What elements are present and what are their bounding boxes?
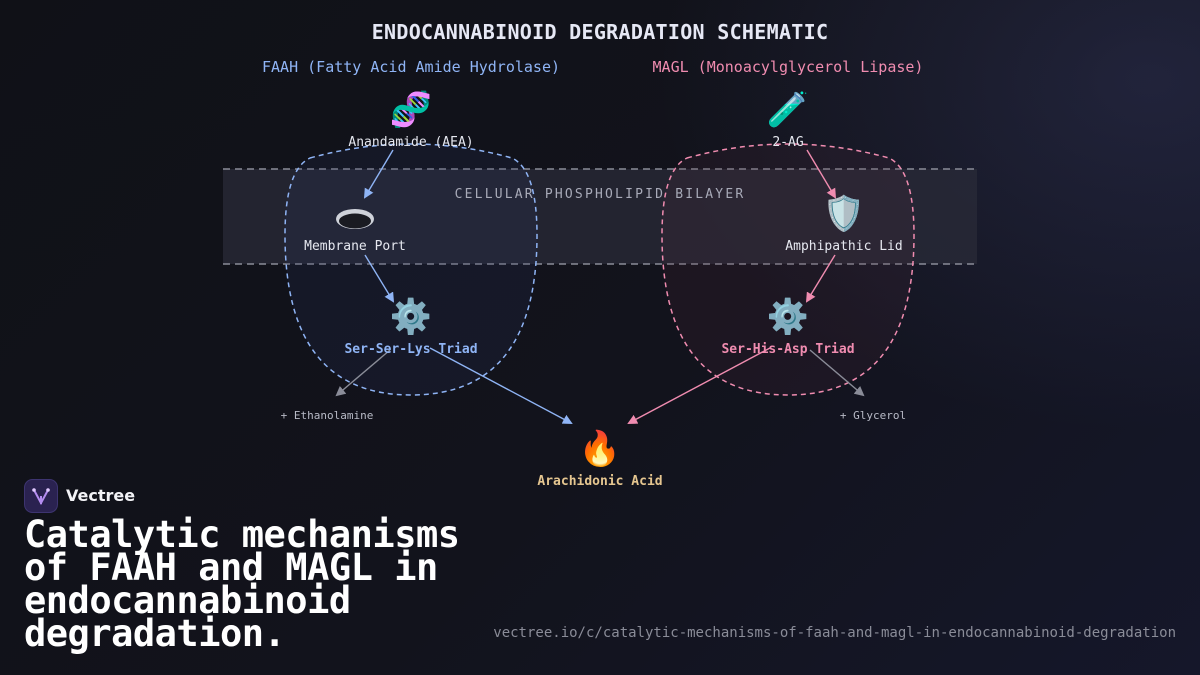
dna-icon: 🧬 [389, 90, 433, 130]
bilayer-label: CELLULAR PHOSPHOLIPID BILAYER [454, 187, 746, 202]
arrow-port-to-faah-triad [364, 254, 395, 303]
test-tube-icon: 🧪 [766, 90, 810, 130]
arrow-magl-triad-to-arachidonic-acid [627, 347, 771, 424]
arrow-aea-to-port [363, 149, 394, 199]
arrow-faah-triad-to-ethanolamine [335, 349, 391, 397]
page-caption: Catalytic mechanisms of FAAH and MAGL in… [24, 513, 460, 655]
arrow-lid-to-magl-triad [805, 254, 836, 303]
diagram-title: ENDOCANNABINOID DEGRADATION SCHEMATIC [371, 20, 829, 44]
amphipathic-lid-label: Amphipathic Lid [785, 239, 903, 254]
gear-icon: ⚙️ [766, 297, 810, 337]
faah-title: FAAH (Fatty Acid Amide Hydrolase) [261, 58, 561, 76]
ethanolamine-label: + Ethanolamine [280, 409, 374, 422]
arrow-2ag-to-lid [806, 149, 837, 199]
arrow-magl-triad-to-glycerol [809, 349, 865, 397]
membrane-port-icon [336, 209, 374, 229]
source-url[interactable]: vectree.io/c/catalytic-mechanisms-of-faa… [493, 625, 1176, 641]
anandamide-label: Anandamide (AEA) [348, 135, 474, 150]
fire-icon: 🔥 [578, 429, 622, 469]
arrow-faah-triad-to-arachidonic-acid [429, 347, 573, 424]
magl-enzyme-body [661, 143, 915, 396]
2ag-label: 2-AG [772, 135, 804, 150]
magl-triad-label: Ser-His-Asp Triad [721, 342, 855, 357]
vectree-logo-icon [24, 479, 58, 513]
faah-triad-label: Ser-Ser-Lys Triad [344, 342, 478, 357]
arachidonic-acid-label: Arachidonic Acid [537, 474, 663, 489]
glycerol-label: + Glycerol [839, 409, 907, 422]
membrane-port-label: Membrane Port [304, 239, 406, 254]
magl-title: MAGL (Monoacylglycerol Lipase) [652, 58, 924, 76]
gear-icon: ⚙️ [389, 297, 433, 337]
shield-icon: 🛡️ [822, 194, 866, 234]
brand-name: Vectree [66, 486, 136, 505]
faah-enzyme-body [284, 143, 538, 396]
